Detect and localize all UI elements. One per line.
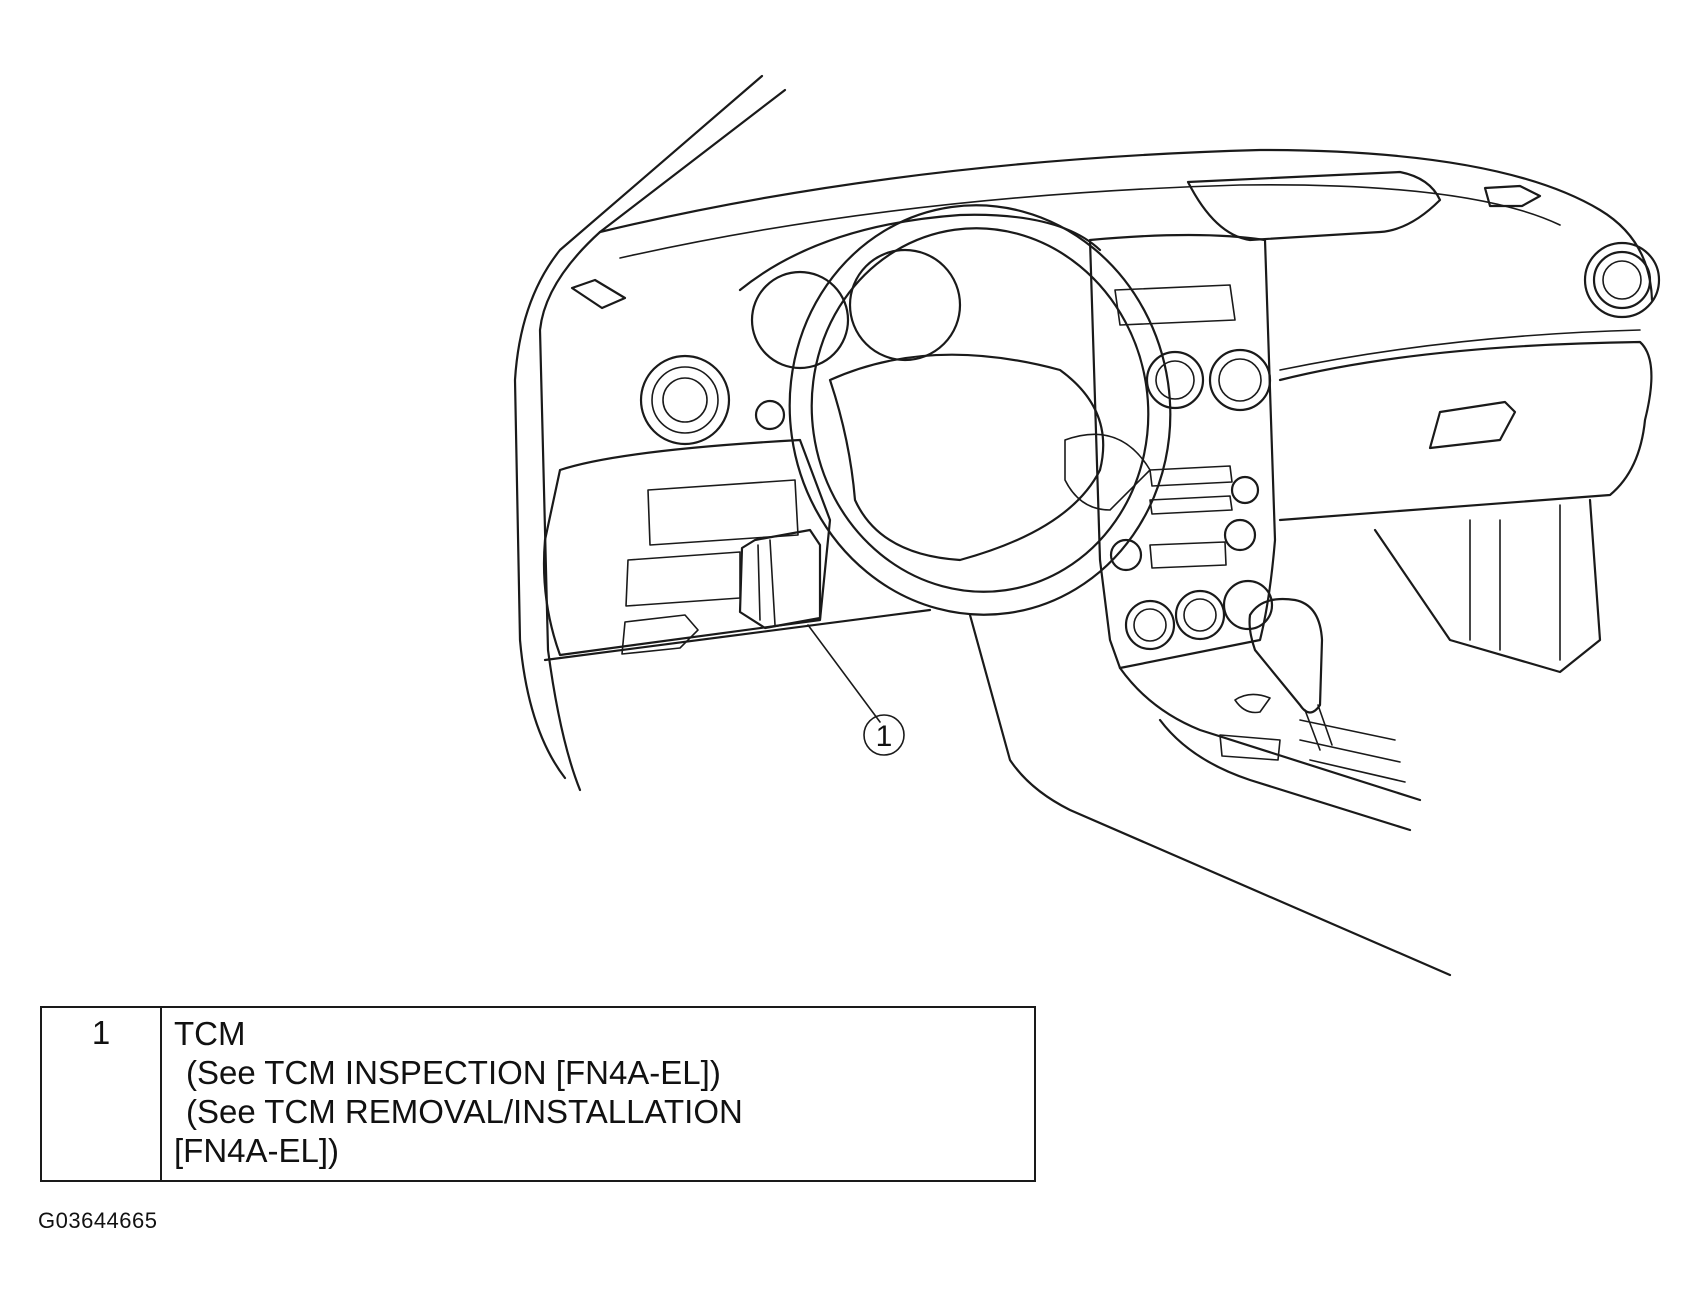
right-vent-core <box>1602 260 1642 300</box>
figure-id: G03644665 <box>38 1208 158 1233</box>
radio-knob-right <box>1223 518 1257 552</box>
radio-knob-top <box>1230 475 1260 505</box>
callout-circle <box>863 714 905 756</box>
a-pillar <box>513 74 764 780</box>
gauge-center <box>848 248 962 362</box>
right-vent-outer <box>1583 241 1661 319</box>
center-display <box>1186 170 1442 242</box>
lower-dash-left <box>542 438 832 657</box>
glove-box <box>1278 340 1653 522</box>
radio-knob-left <box>1109 538 1143 572</box>
glove-box-handle <box>1428 400 1517 450</box>
legend-number: 1 <box>42 1008 162 1180</box>
dashboard-line-drawing: 1 <box>513 74 1661 977</box>
hood-release <box>621 614 699 655</box>
radio-slot-1 <box>1149 465 1233 487</box>
gauge-left <box>750 270 850 370</box>
ignition-switch <box>754 399 786 431</box>
legend-line-4: [FN4A-EL]) <box>174 1132 340 1169</box>
center-stack <box>1088 233 1277 670</box>
left-vent-inner <box>651 366 719 434</box>
climate-knob-3 <box>1222 579 1274 631</box>
cup-holder <box>1219 734 1281 761</box>
legend-description: TCM (See TCM INSPECTION [FN4A-EL]) (See … <box>162 1008 1034 1180</box>
console-button <box>1234 693 1271 714</box>
climate-knob-2-inner <box>1183 598 1217 632</box>
legend-line-3: (See TCM REMOVAL/INSTALLATION <box>186 1093 743 1130</box>
left-vent-core <box>662 377 708 423</box>
left-vent-outer <box>639 354 731 446</box>
center-console-lower <box>1158 718 1412 832</box>
center-vent-right-inner <box>1218 358 1262 402</box>
a-pillar-inner <box>538 88 787 792</box>
lower-dash-slot-2 <box>625 551 741 607</box>
callout-number: 1 <box>876 720 893 753</box>
legend-line-1: TCM <box>174 1015 246 1052</box>
steering-hub <box>828 353 1105 562</box>
climate-knob-2 <box>1174 589 1226 641</box>
center-stack-panel <box>1114 284 1236 326</box>
shift-gate <box>1299 719 1406 783</box>
climate-knob-1-inner <box>1133 608 1167 642</box>
steering-spoke <box>1064 433 1151 511</box>
dash-top-inner <box>619 184 1561 259</box>
tcm-module <box>738 528 822 630</box>
dash-bottom-left <box>543 608 932 662</box>
radio-display <box>1149 541 1227 569</box>
center-vent-left-inner <box>1155 360 1195 400</box>
steering-column <box>968 613 1452 977</box>
right-vent-inner <box>1592 250 1652 310</box>
steering-wheel-inner <box>810 227 1150 593</box>
passenger-footwell <box>1373 498 1602 674</box>
lower-dash-slot-1 <box>647 479 799 546</box>
callout-leader <box>807 624 881 723</box>
left-defrost-vent <box>570 278 627 310</box>
dash-top <box>598 148 1654 302</box>
shift-knob <box>1248 597 1324 714</box>
center-vent-right <box>1208 348 1272 412</box>
legend-table: 1 TCM (See TCM INSPECTION [FN4A-EL]) (Se… <box>40 1006 1036 1182</box>
right-defrost-vent <box>1483 184 1542 208</box>
dash-line-right <box>1279 329 1641 371</box>
radio-slot-2 <box>1149 495 1233 515</box>
tcm-module-edge <box>757 539 776 626</box>
steering-wheel-outer <box>788 204 1172 616</box>
climate-knob-1 <box>1124 599 1176 651</box>
center-vent-left <box>1145 350 1205 410</box>
legend-line-2: (See TCM INSPECTION [FN4A-EL]) <box>186 1054 721 1091</box>
center-console <box>1118 666 1422 802</box>
passenger-floor-lines <box>1469 504 1561 661</box>
